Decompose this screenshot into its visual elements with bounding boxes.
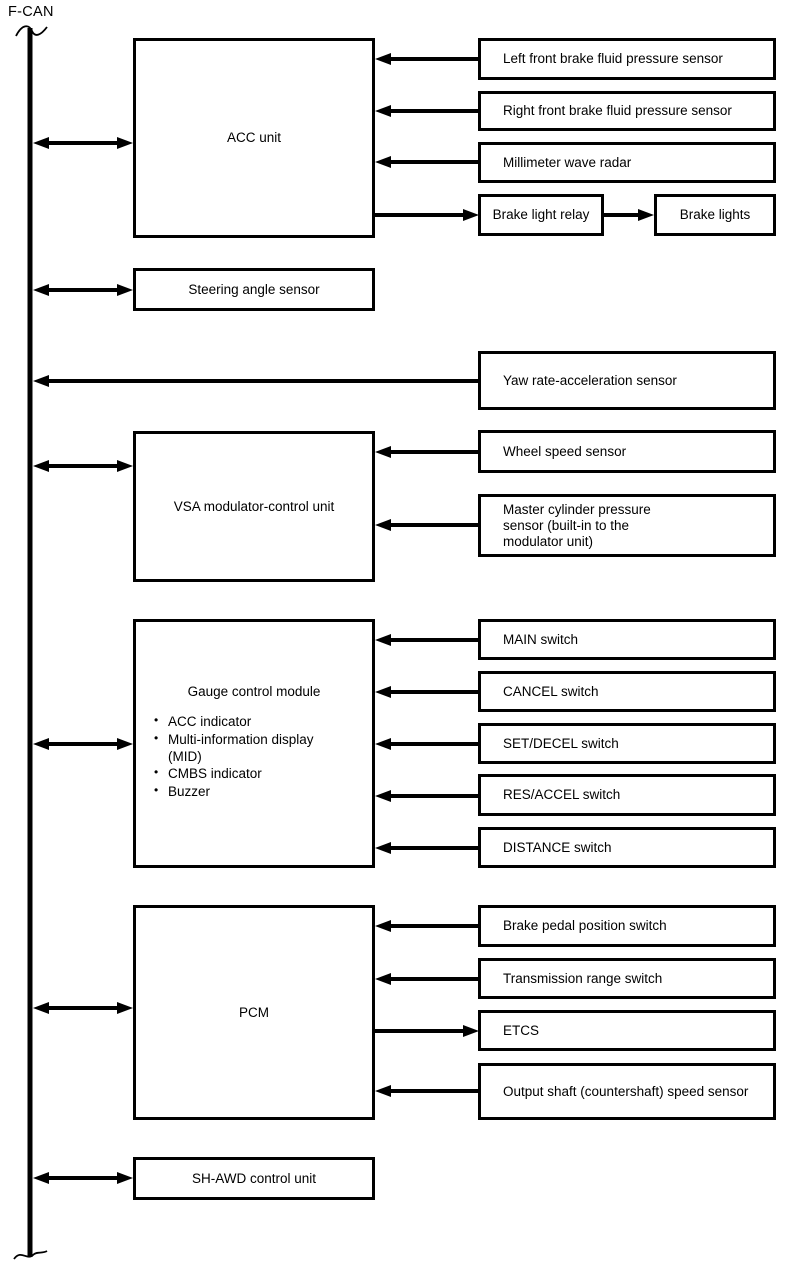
arrow-rf-brake-to-acc — [375, 105, 478, 117]
list-item: ACC indicator — [154, 712, 348, 730]
node-label: PCM — [239, 1004, 269, 1020]
arrow-bus-vsa — [33, 460, 133, 472]
node-cancel-switch: CANCEL switch — [478, 671, 776, 712]
arrow-resaccel-to-gauge — [375, 790, 478, 802]
gauge-feature-list: ACC indicator Multi-information display … — [136, 712, 372, 800]
node-right-front-brake-fluid-pressure-sensor: Right front brake fluid pressure sensor — [478, 91, 776, 131]
arrow-brake-pedal-to-pcm — [375, 920, 478, 932]
list-item: CMBS indicator — [154, 764, 348, 782]
node-label: Brake light relay — [492, 207, 590, 222]
node-label: Master cylinder pressure sensor (built-i… — [503, 501, 651, 549]
fcan-bus-line — [13, 25, 48, 1260]
node-label: ETCS — [503, 1022, 540, 1038]
node-label: VSA modulator-control unit — [173, 498, 335, 514]
node-label: Brake pedal position switch — [503, 918, 667, 933]
node-label: MAIN switch — [503, 631, 579, 647]
node-label: Gauge control module — [187, 684, 321, 699]
node-shawd-control-unit: SH-AWD control unit — [133, 1157, 375, 1200]
arrow-bus-shawd — [33, 1172, 133, 1184]
node-label: Millimeter wave radar — [503, 154, 632, 170]
arrow-bus-steering — [33, 284, 133, 296]
node-transmission-range-switch: Transmission range switch — [478, 958, 776, 999]
node-label: Wheel speed sensor — [503, 443, 627, 459]
node-brake-light-relay: Brake light relay — [478, 194, 604, 236]
arrow-distance-to-gauge — [375, 842, 478, 854]
bus-break-bottom — [13, 1250, 48, 1260]
arrow-main-to-gauge — [375, 634, 478, 646]
list-item: Multi-information display (MID) — [154, 730, 348, 765]
node-output-shaft-speed-sensor: Output shaft (countershaft) speed sensor — [478, 1063, 776, 1120]
node-label: Steering angle sensor — [188, 281, 320, 297]
arrow-bus-gauge — [33, 738, 133, 750]
arrow-lf-brake-to-acc — [375, 53, 478, 65]
node-label: Yaw rate-acceleration sensor — [503, 372, 677, 388]
node-label: Transmission range switch — [503, 970, 663, 986]
node-yaw-rate-acceleration-sensor: Yaw rate-acceleration sensor — [478, 351, 776, 410]
node-label: Left front brake fluid pressure sensor — [503, 51, 723, 66]
arrow-bus-pcm — [33, 1002, 133, 1014]
arrow-trans-range-to-pcm — [375, 973, 478, 985]
arrow-cancel-to-gauge — [375, 686, 478, 698]
node-set-decel-switch: SET/DECEL switch — [478, 723, 776, 764]
list-item: Buzzer — [154, 782, 348, 800]
node-label: RES/ACCEL switch — [503, 787, 621, 802]
node-label: CANCEL switch — [503, 683, 599, 699]
arrow-output-shaft-to-pcm — [375, 1085, 478, 1097]
arrow-yaw-to-bus — [33, 375, 478, 387]
node-res-accel-switch: RES/ACCEL switch — [478, 774, 776, 816]
node-label: ACC unit — [226, 130, 282, 145]
node-label: SH-AWD control unit — [191, 1170, 317, 1186]
node-gauge-control-module: Gauge control module ACC indicator Multi… — [133, 619, 375, 868]
arrow-wheel-to-vsa — [375, 446, 478, 458]
node-main-switch: MAIN switch — [478, 619, 776, 660]
node-left-front-brake-fluid-pressure-sensor: Left front brake fluid pressure sensor — [478, 38, 776, 80]
node-wheel-speed-sensor: Wheel speed sensor — [478, 430, 776, 473]
node-acc-unit: ACC unit — [133, 38, 375, 238]
node-label: Right front brake fluid pressure sensor — [503, 103, 732, 118]
node-label: SET/DECEL switch — [503, 735, 619, 751]
node-vsa-modulator-control-unit: VSA modulator-control unit — [133, 431, 375, 582]
node-label: Brake lights — [679, 207, 751, 222]
bus-label: F-CAN — [8, 4, 54, 20]
node-steering-angle-sensor: Steering angle sensor — [133, 268, 375, 311]
arrow-acc-to-brake-relay — [375, 209, 479, 221]
node-master-cylinder-pressure-sensor: Master cylinder pressure sensor (built-i… — [478, 494, 776, 557]
node-label: DISTANCE switch — [503, 839, 612, 855]
node-label: Output shaft (countershaft) speed sensor — [503, 1083, 749, 1099]
arrow-master-to-vsa — [375, 519, 478, 531]
arrow-setdecel-to-gauge — [375, 738, 478, 750]
node-pcm: PCM — [133, 905, 375, 1120]
arrow-bus-acc — [33, 137, 133, 149]
arrow-brake-relay-to-brake-lights — [604, 209, 654, 221]
bus-break-top — [15, 25, 48, 37]
node-millimeter-wave-radar: Millimeter wave radar — [478, 142, 776, 183]
arrow-pcm-to-etcs — [375, 1025, 479, 1037]
node-brake-pedal-position-switch: Brake pedal position switch — [478, 905, 776, 947]
node-distance-switch: DISTANCE switch — [478, 827, 776, 868]
node-brake-lights: Brake lights — [654, 194, 776, 236]
node-etcs: ETCS — [478, 1010, 776, 1051]
arrow-radar-to-acc — [375, 156, 478, 168]
